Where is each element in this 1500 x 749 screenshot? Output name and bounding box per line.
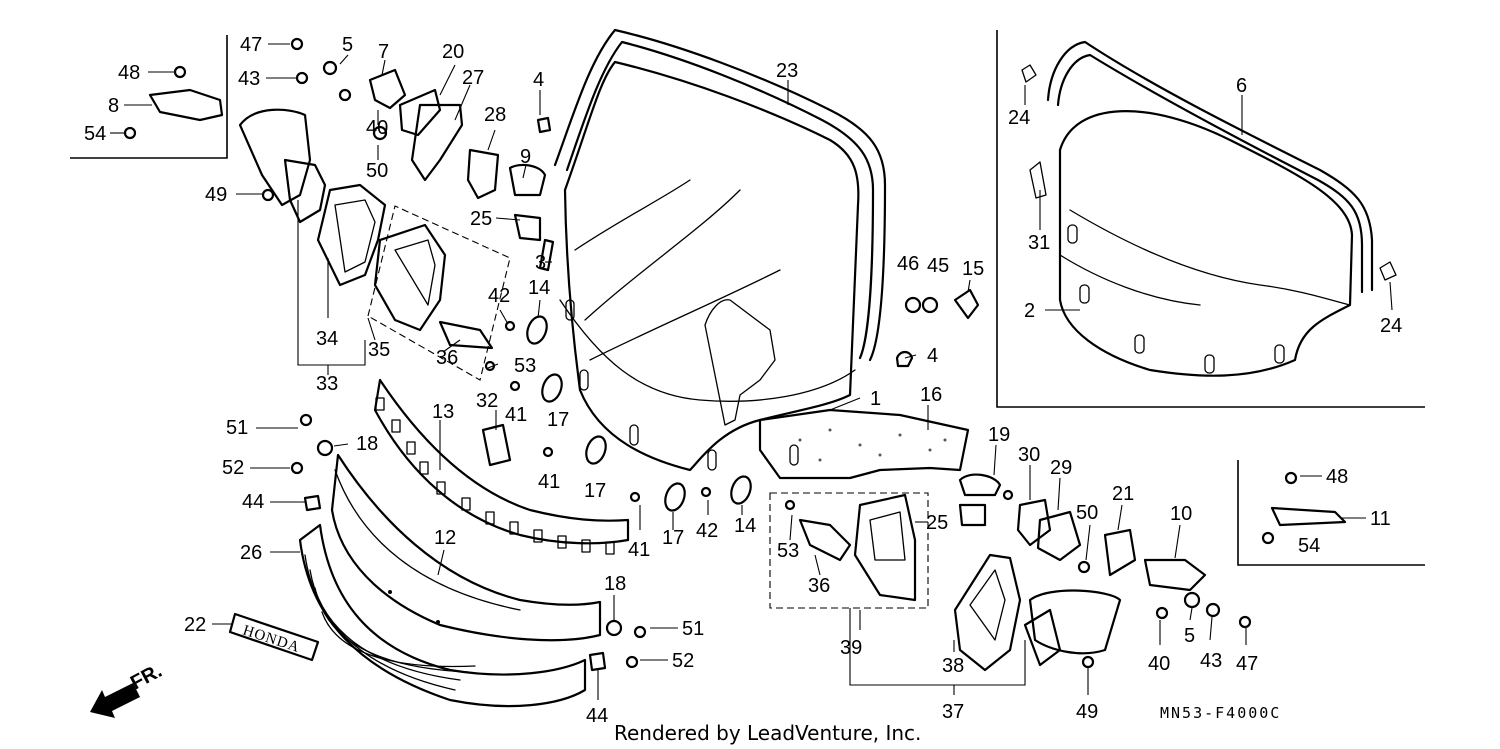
callout-5b: 5 (1184, 625, 1195, 647)
front-cover (330, 453, 602, 642)
callout-52b: 52 (672, 650, 694, 672)
callout-10: 10 (1170, 503, 1192, 525)
callout-46: 46 (897, 253, 919, 275)
callout-38: 38 (942, 655, 964, 677)
callout-44b: 44 (586, 705, 608, 727)
callout-51: 51 (226, 417, 248, 439)
callout-54b: 54 (1298, 535, 1320, 557)
callout-39: 39 (840, 637, 862, 659)
callout-4: 4 (533, 69, 544, 91)
frame-lines (70, 30, 1425, 609)
callout-41b: 41 (538, 471, 560, 493)
callout-25: 25 (470, 208, 492, 230)
callout-17b: 17 (584, 480, 606, 502)
callout-24: 24 (1008, 107, 1030, 129)
callout-36b: 36 (808, 575, 830, 597)
callout-36: 36 (436, 347, 458, 369)
callout-5: 5 (342, 34, 353, 56)
callout-43b: 43 (1200, 650, 1222, 672)
callout-3: 3 (535, 252, 546, 274)
inner-cowl-panel (758, 408, 970, 480)
front-grille (298, 523, 587, 708)
callout-29: 29 (1050, 457, 1072, 479)
callout-18: 18 (356, 433, 378, 455)
callout-54: 54 (84, 123, 106, 145)
callout-53b: 53 (777, 540, 799, 562)
callout-34: 34 (316, 328, 338, 350)
callout-4b: 4 (927, 345, 938, 367)
callout-9: 9 (520, 146, 531, 168)
callout-18b: 18 (604, 573, 626, 595)
callout-32: 32 (476, 390, 498, 412)
callout-8: 8 (108, 95, 119, 117)
badge-text: HONDA (241, 623, 302, 657)
callout-45: 45 (927, 255, 949, 277)
callout-22: 22 (184, 614, 206, 636)
callout-47b: 47 (1236, 653, 1258, 675)
callout-40: 40 (366, 117, 388, 139)
callout-50b: 50 (1076, 502, 1098, 524)
left-mirror-assembly (148, 68, 555, 350)
callout-27: 27 (462, 67, 484, 89)
callout-48: 48 (118, 62, 140, 84)
callout-15: 15 (962, 258, 984, 280)
diagram-code: MN53-F4000C (1160, 704, 1281, 722)
short-windscreen (1021, 40, 1397, 377)
callout-35: 35 (368, 339, 390, 361)
right-mirror-assembly (798, 473, 1347, 672)
callout-2: 2 (1024, 300, 1035, 322)
callout-1: 1 (870, 388, 881, 410)
callout-44: 44 (242, 491, 264, 513)
callout-14: 14 (528, 277, 550, 299)
grommets (303, 116, 1221, 672)
render-credit: Rendered by LeadVenture, Inc. (614, 721, 921, 745)
callout-33: 33 (316, 373, 338, 395)
callout-41: 41 (505, 404, 527, 426)
callout-28: 28 (484, 104, 506, 126)
callout-37: 37 (942, 701, 964, 723)
seal-strip (373, 378, 630, 555)
bolts-and-screws (123, 37, 1298, 669)
callout-49b: 49 (1076, 701, 1098, 723)
callout-30: 30 (1018, 444, 1040, 466)
callout-50: 50 (366, 160, 388, 182)
front-direction-arrow: FR. (90, 660, 166, 718)
callout-labels: 47 5 7 20 48 43 27 4 23 6 24 8 40 28 54 … (84, 34, 1402, 727)
callout-53: 53 (514, 355, 536, 377)
callout-43: 43 (238, 68, 260, 90)
callout-11: 11 (1370, 508, 1391, 530)
callout-52: 52 (222, 457, 244, 479)
callout-51b: 51 (682, 618, 704, 640)
callout-16: 16 (920, 384, 942, 406)
callout-41c: 41 (628, 539, 650, 561)
callout-40b: 40 (1148, 653, 1170, 675)
callout-12: 12 (434, 527, 456, 549)
callout-47: 47 (240, 34, 262, 56)
callout-21: 21 (1112, 483, 1134, 505)
callout-13: 13 (432, 401, 454, 423)
callout-20: 20 (442, 41, 464, 63)
callout-23: 23 (776, 60, 798, 82)
callout-14b: 14 (734, 515, 756, 537)
callout-24b: 24 (1380, 315, 1402, 337)
callout-7: 7 (378, 41, 389, 63)
callout-26: 26 (240, 542, 262, 564)
leader-lines (110, 43, 1393, 700)
windscreen (553, 28, 887, 472)
callout-17: 17 (547, 409, 569, 431)
callout-17c: 17 (662, 527, 684, 549)
callout-48b: 48 (1326, 466, 1348, 488)
callout-42: 42 (488, 285, 510, 307)
callout-25b: 25 (926, 512, 948, 534)
callout-6: 6 (1236, 75, 1247, 97)
callout-19: 19 (988, 424, 1010, 446)
callout-31: 31 (1028, 232, 1050, 254)
honda-badge: HONDA (228, 612, 320, 662)
callout-42b: 42 (696, 520, 718, 542)
callout-49: 49 (205, 184, 227, 206)
